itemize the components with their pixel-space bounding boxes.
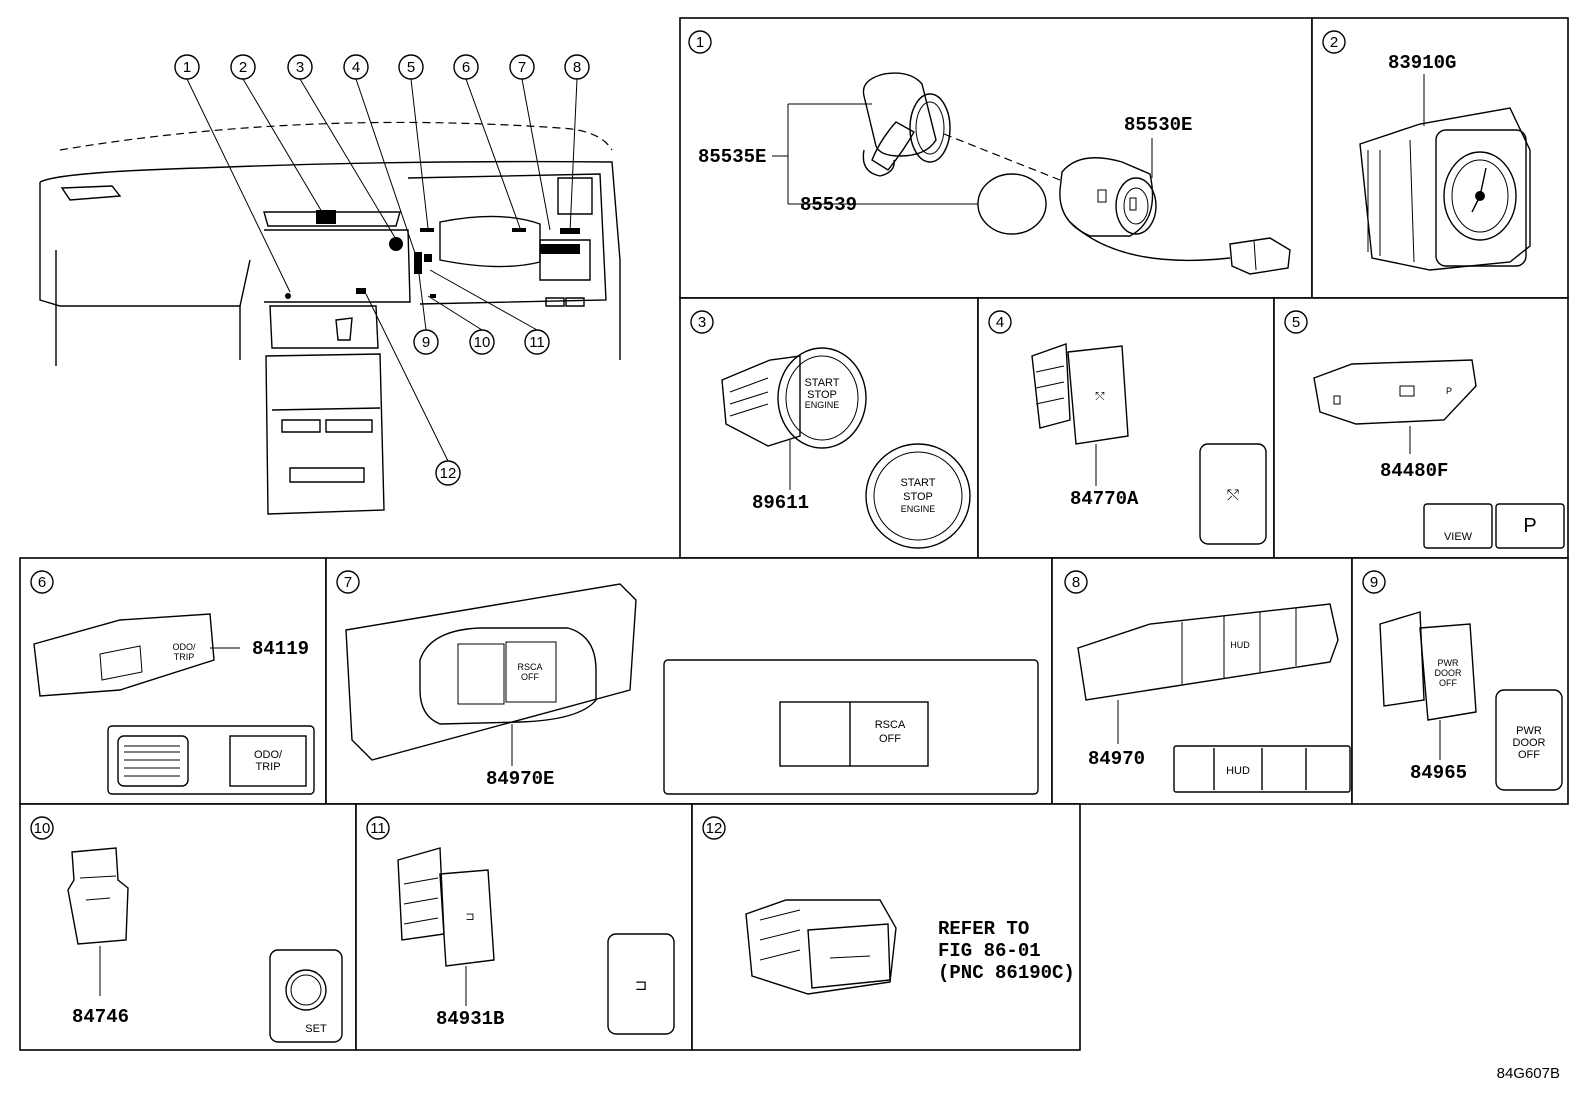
svg-text:3: 3 xyxy=(296,59,304,76)
panel-12: 12 REFER TO FIG 86-01 (PNC 86190C) xyxy=(702,816,1075,995)
svg-text:DOOR: DOOR xyxy=(1513,737,1546,749)
svg-text:3: 3 xyxy=(698,314,706,331)
svg-text:OFF: OFF xyxy=(521,672,539,682)
svg-text:1: 1 xyxy=(696,34,704,51)
svg-text:PWR: PWR xyxy=(1438,658,1459,668)
svg-text:7: 7 xyxy=(518,59,526,76)
overview-callout: 9 xyxy=(413,329,439,355)
svg-text:ENGINE: ENGINE xyxy=(805,400,840,410)
svg-text:6: 6 xyxy=(462,59,470,76)
svg-text:10: 10 xyxy=(474,334,491,351)
svg-text:RSCA: RSCA xyxy=(875,719,906,731)
overview-callout: 11 xyxy=(524,329,550,355)
panel-7: 7 RSCA OFF 84970E RSCA OFF xyxy=(336,570,1039,795)
svg-text:OFF: OFF xyxy=(1518,749,1540,761)
svg-text:1: 1 xyxy=(183,59,191,76)
svg-text:OFF: OFF xyxy=(1439,678,1457,688)
svg-text:84770A: 84770A xyxy=(1070,488,1139,510)
panel-8: 8 HUD 84970 HUD xyxy=(1064,570,1351,793)
svg-text:2: 2 xyxy=(239,59,247,76)
svg-text:P: P xyxy=(1523,515,1536,537)
svg-text:84931B: 84931B xyxy=(436,1008,504,1030)
svg-text:84965: 84965 xyxy=(1410,762,1467,784)
overview-callout: 8 xyxy=(564,54,590,80)
svg-text:8: 8 xyxy=(573,59,581,76)
svg-text:START: START xyxy=(804,377,839,389)
svg-text:5: 5 xyxy=(1292,314,1300,331)
svg-text:84970E: 84970E xyxy=(486,768,554,790)
svg-text:RSCA: RSCA xyxy=(517,662,542,672)
svg-text:STOP: STOP xyxy=(903,491,933,503)
overview-callout: 4 xyxy=(343,54,369,80)
overview-callout: 6 xyxy=(453,54,479,80)
panel-6: 6 ODO/ TRIP 84119 ODO/ TRIP xyxy=(30,570,315,795)
liftgate-icon: ⊐ xyxy=(635,977,648,994)
svg-text:84970: 84970 xyxy=(1088,748,1145,770)
svg-text:TRIP: TRIP xyxy=(255,761,280,773)
panel-5: 5 P 84480F VIEW P xyxy=(1284,310,1565,549)
panel-1: 1 85535E 85539 85530E xyxy=(688,30,1291,275)
svg-text:P: P xyxy=(1446,386,1452,396)
slip-icon: ⤲ xyxy=(1096,391,1105,403)
svg-text:4: 4 xyxy=(996,314,1004,331)
svg-text:85535E: 85535E xyxy=(698,146,766,168)
svg-text:START: START xyxy=(900,477,935,489)
svg-text:7: 7 xyxy=(344,574,352,591)
svg-text:6: 6 xyxy=(38,574,46,591)
svg-text:ENGINE: ENGINE xyxy=(901,504,936,514)
dashboard-overview: 1 2 3 4 5 6 7 8 9 10 11 12 xyxy=(39,54,621,515)
slip-icon: ⤲ xyxy=(1227,487,1240,504)
svg-text:TRIP: TRIP xyxy=(174,652,195,662)
svg-text:84119: 84119 xyxy=(252,638,309,660)
panel-grid xyxy=(19,17,1569,1051)
svg-text:HUD: HUD xyxy=(1226,765,1250,777)
panel-11: 11 ⊐ 84931B ⊐ xyxy=(366,816,675,1035)
svg-text:9: 9 xyxy=(422,334,430,351)
svg-text:11: 11 xyxy=(370,820,386,837)
svg-text:PWR: PWR xyxy=(1516,725,1542,737)
overview-callout: 5 xyxy=(398,54,424,80)
panel-9: 9 PWR DOOR OFF 84965 PWR DOOR OFF xyxy=(1362,570,1563,791)
svg-text:ODO/: ODO/ xyxy=(172,642,196,652)
svg-text:2: 2 xyxy=(1330,34,1338,51)
panel-4: 4 ⤲ 84770A ⤲ xyxy=(988,310,1267,545)
svg-text:VIEW: VIEW xyxy=(1444,531,1473,543)
panel-3: 3 START STOP ENGINE 89611 START STOP ENG… xyxy=(690,310,971,549)
svg-text:REFER TO: REFER TO xyxy=(938,918,1029,940)
overview-callout: 12 xyxy=(435,460,461,486)
svg-text:85539: 85539 xyxy=(800,194,857,216)
svg-text:12: 12 xyxy=(440,465,457,482)
svg-text:83910G: 83910G xyxy=(1388,52,1456,74)
liftgate-icon: ⊐ xyxy=(465,911,474,923)
svg-text:11: 11 xyxy=(529,334,545,351)
svg-text:85530E: 85530E xyxy=(1124,114,1192,136)
svg-text:FIG 86-01: FIG 86-01 xyxy=(938,940,1041,962)
svg-text:8: 8 xyxy=(1072,574,1080,591)
svg-text:89611: 89611 xyxy=(752,492,809,514)
overview-callout: 2 xyxy=(230,54,256,80)
svg-text:DOOR: DOOR xyxy=(1435,668,1463,678)
svg-text:12: 12 xyxy=(706,820,723,837)
overview-callout: 10 xyxy=(469,329,495,355)
svg-text:10: 10 xyxy=(34,820,51,837)
svg-text:SET: SET xyxy=(305,1023,327,1035)
overview-callout: 1 xyxy=(174,54,200,80)
svg-text:(PNC 86190C): (PNC 86190C) xyxy=(938,962,1075,984)
panel-2: 2 83910G xyxy=(1322,30,1531,271)
svg-text:HUD: HUD xyxy=(1230,640,1250,650)
svg-text:STOP: STOP xyxy=(807,389,837,401)
svg-text:84480F: 84480F xyxy=(1380,460,1448,482)
svg-text:84746: 84746 xyxy=(72,1006,129,1028)
panel-10: 10 84746 SET xyxy=(30,816,343,1043)
svg-text:OFF: OFF xyxy=(879,733,901,745)
svg-text:9: 9 xyxy=(1370,574,1378,591)
overview-callout: 3 xyxy=(287,54,313,80)
svg-text:5: 5 xyxy=(407,59,415,76)
svg-text:4: 4 xyxy=(352,59,360,76)
overview-callout: 7 xyxy=(509,54,535,80)
figure-code: 84G607B xyxy=(1497,1065,1560,1082)
svg-text:ODO/: ODO/ xyxy=(254,749,283,761)
